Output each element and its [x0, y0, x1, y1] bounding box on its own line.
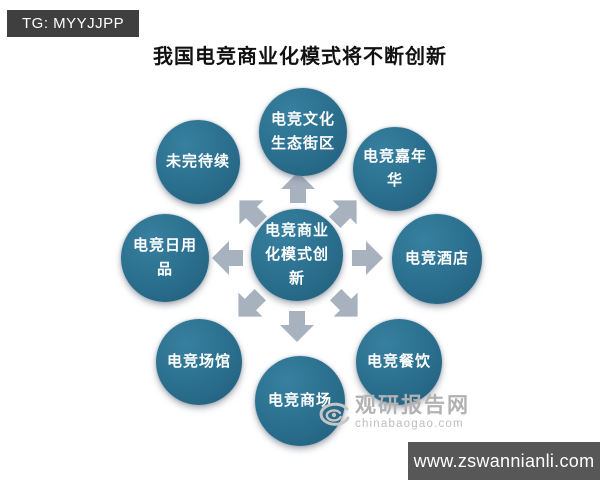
diagram-node-center: 电竞商业 化模式创 新: [251, 209, 343, 301]
node-label: 电竞商业 化模式创 新: [264, 222, 329, 287]
arrow-up-icon: [281, 172, 315, 203]
node-label: 电竞餐饮: [366, 353, 431, 370]
diagram-node-left: 电竞日用 品: [121, 214, 209, 302]
diagram-node-bottom: 电竞商场: [255, 356, 345, 446]
page-title: 我国电竞商业化模式将不断创新: [153, 46, 447, 68]
tg-badge: TG: MYYJJPP: [7, 10, 140, 37]
watermark-text: 观研报告网 chinabaogao.com: [355, 394, 470, 431]
node-label: 未完待续: [165, 153, 230, 170]
diagram-node-bottom-left: 电竞场馆: [156, 319, 242, 405]
diagram-node-top-right: 电竞嘉年 华: [353, 127, 437, 211]
watermark: 观研报告网 chinabaogao.com: [314, 394, 470, 434]
watermark-site-domain: chinabaogao.com: [355, 418, 464, 430]
arrow-right-icon: [352, 241, 383, 275]
arrow-down-right-icon: [323, 282, 370, 329]
watermark-swirl-icon: [319, 402, 350, 426]
node-label: 电竞嘉年 华: [362, 148, 427, 189]
node-label: 电竞商场: [267, 392, 332, 409]
arrow-down-icon: [280, 311, 314, 342]
footer-url-bar: www.zswannianli.com: [408, 442, 600, 480]
footer-url: www.zswannianli.com: [413, 450, 595, 471]
diagram-node-top: 电竞文化 生态街区: [259, 88, 347, 176]
diagram-node-bottom-right: 电竞餐饮: [356, 319, 442, 405]
node-label: 电竞文化 生态街区: [270, 111, 335, 152]
diagram-node-right: 电竞酒店: [392, 214, 482, 304]
diagram-node-top-left: 未完待续: [156, 120, 240, 204]
watermark-site-name: 观研报告网: [355, 394, 470, 417]
arrow-left-icon: [212, 241, 243, 275]
node-label: 电竞场馆: [166, 353, 231, 370]
node-label: 电竞日用 品: [132, 237, 197, 278]
node-label: 电竞酒店: [404, 250, 469, 267]
